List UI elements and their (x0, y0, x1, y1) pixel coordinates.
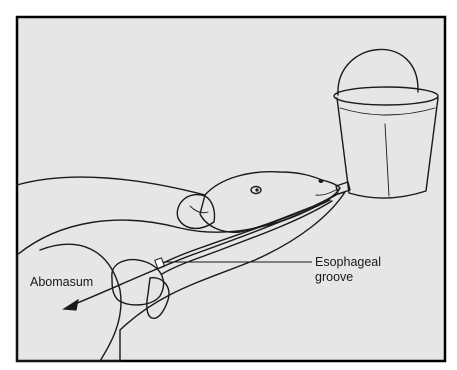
figure-frame (17, 17, 445, 361)
esophageal-groove-label-line1: Esophageal (315, 255, 381, 269)
abomasum-label: Abomasum (30, 275, 93, 289)
nostril (319, 179, 324, 183)
eye-pupil (255, 188, 258, 191)
esophageal-groove-label-line2: groove (315, 270, 353, 284)
